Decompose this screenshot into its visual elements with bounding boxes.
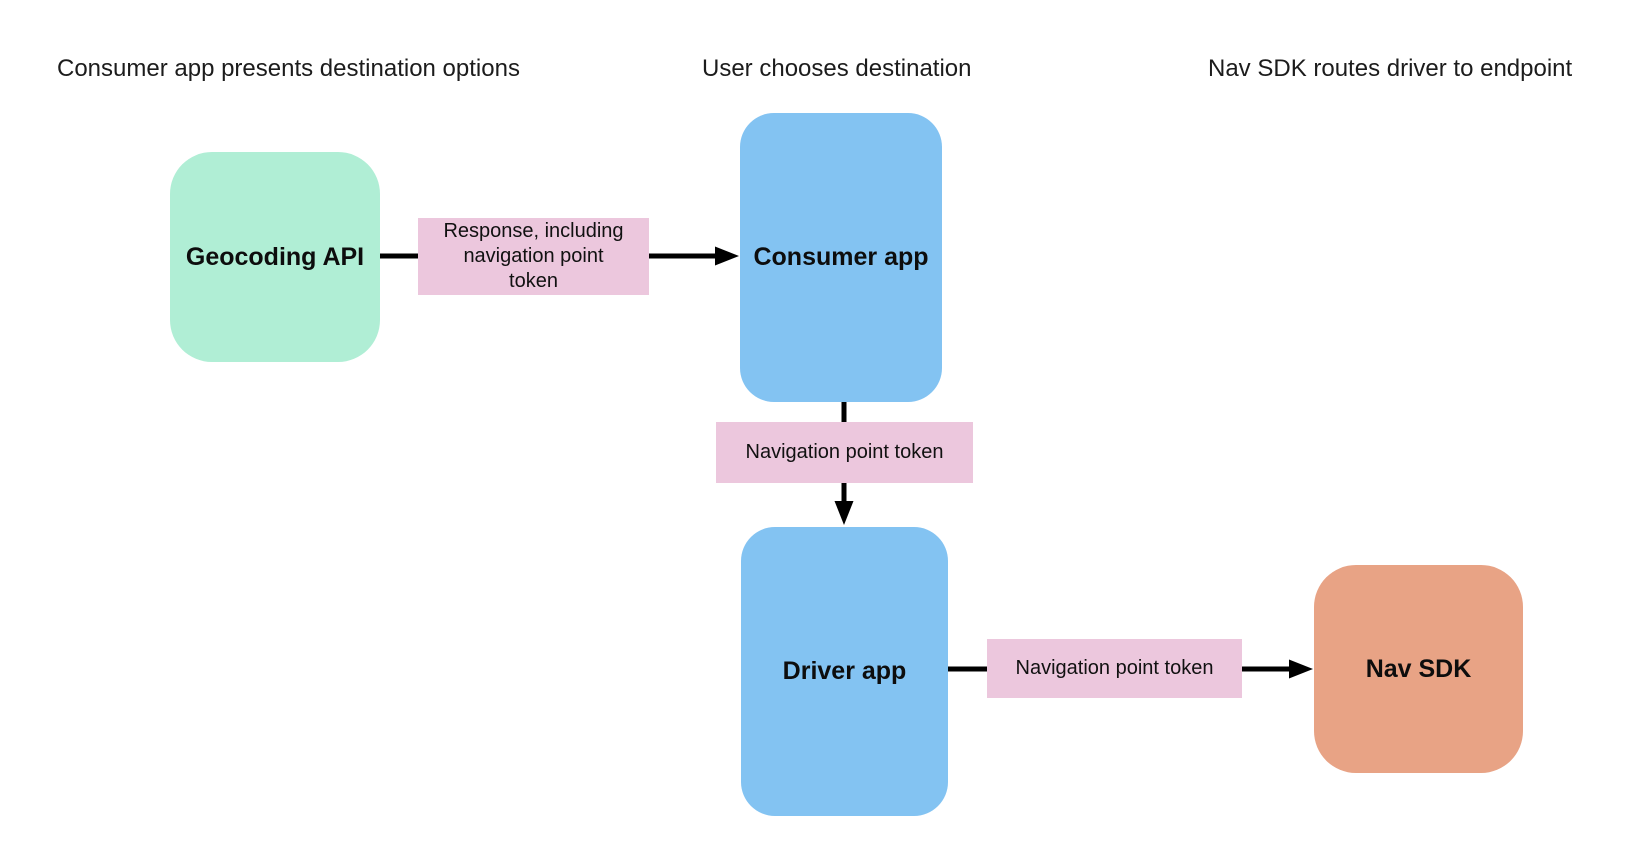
node-nav-sdk: Nav SDK xyxy=(1314,565,1523,773)
node-driver-app: Driver app xyxy=(741,527,948,816)
arrowhead-down-icon xyxy=(834,501,854,525)
node-geocoding-api: Geocoding API xyxy=(170,152,380,362)
node-consumer-app: Consumer app xyxy=(740,113,942,402)
edge-label-navigation-token-driver-to-navsdk: Navigation point token xyxy=(987,639,1242,698)
node-nav-sdk-label: Nav SDK xyxy=(1365,654,1472,683)
arrowhead-right-icon xyxy=(1289,659,1313,679)
stage-header-user-chooses: User chooses destination xyxy=(702,55,972,82)
edge-label-navigation-token-text: Navigation point token xyxy=(1015,657,1214,679)
edge-label-response-including-token: Response, including navigation point tok… xyxy=(418,218,649,295)
node-geocoding-api-label: Geocoding API xyxy=(185,242,365,271)
edge-label-navigation-token-consumer-to-driver: Navigation point token xyxy=(716,422,973,483)
arrow-driver-to-navsdk xyxy=(948,659,1313,679)
edge-label-navigation-token-text: Navigation point token xyxy=(745,441,944,463)
arrow-geocoding-to-consumer xyxy=(377,246,739,266)
edge-label-response-text: Response, including navigation point tok… xyxy=(443,220,624,292)
node-driver-app-label: Driver app xyxy=(782,657,907,685)
arrowhead-right-icon xyxy=(715,246,739,266)
stage-header-consumer-presents: Consumer app presents destination option… xyxy=(57,55,520,82)
stage-header-navsdk-routes: Nav SDK routes driver to endpoint xyxy=(1208,55,1573,82)
node-consumer-app-label: Consumer app xyxy=(753,243,929,271)
